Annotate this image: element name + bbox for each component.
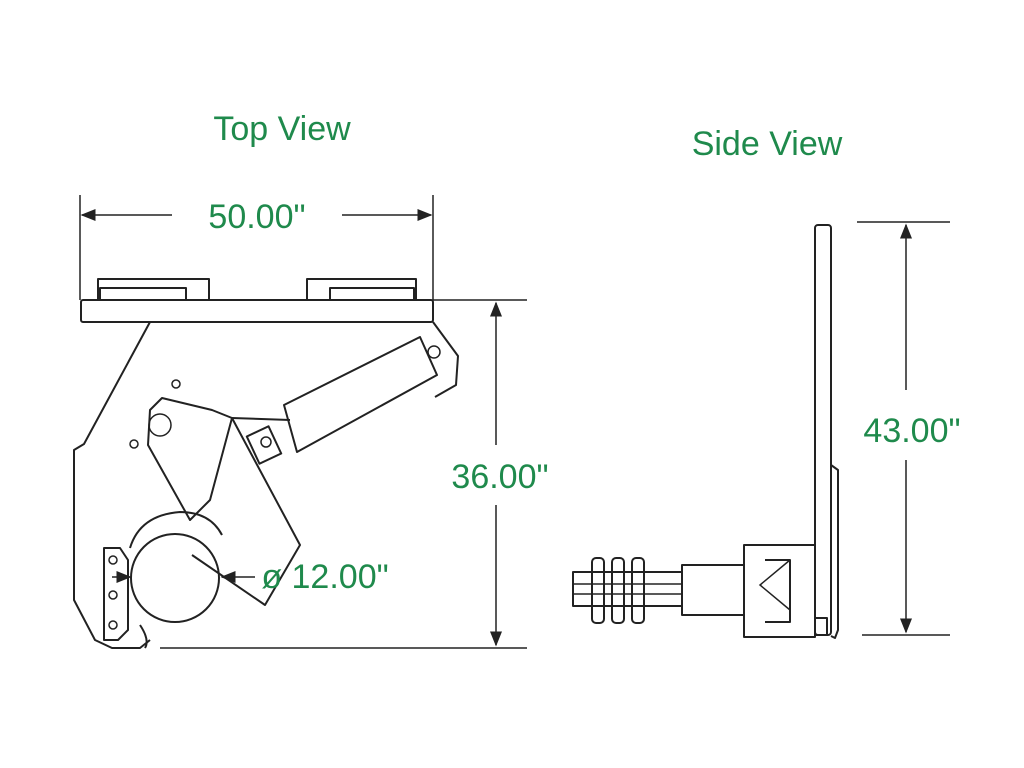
hydraulic-cylinder xyxy=(245,336,441,465)
shaft-assembly xyxy=(572,557,683,624)
top-view-title: Top View xyxy=(213,110,351,148)
side-plate xyxy=(814,224,839,639)
side-view-title: Side View xyxy=(692,125,843,163)
side-view: Side View 43.00" xyxy=(572,125,961,639)
diameter-dimension: ø 12.00" xyxy=(112,558,389,596)
width-dimension: 50.00" xyxy=(79,195,434,300)
coupler-box xyxy=(681,544,816,638)
diameter-label: ø 12.00" xyxy=(261,558,388,596)
top-view: Top View 50.00" xyxy=(73,110,549,649)
top-height-label: 36.00" xyxy=(451,458,548,496)
pipe-circle xyxy=(103,511,223,649)
grapple-frame xyxy=(73,321,459,649)
height-dimension-top: 36.00" xyxy=(160,299,549,649)
side-height-label: 43.00" xyxy=(863,412,960,450)
height-dimension-side: 43.00" xyxy=(857,221,961,636)
mounting-plate xyxy=(80,278,434,323)
width-label: 50.00" xyxy=(208,198,305,236)
